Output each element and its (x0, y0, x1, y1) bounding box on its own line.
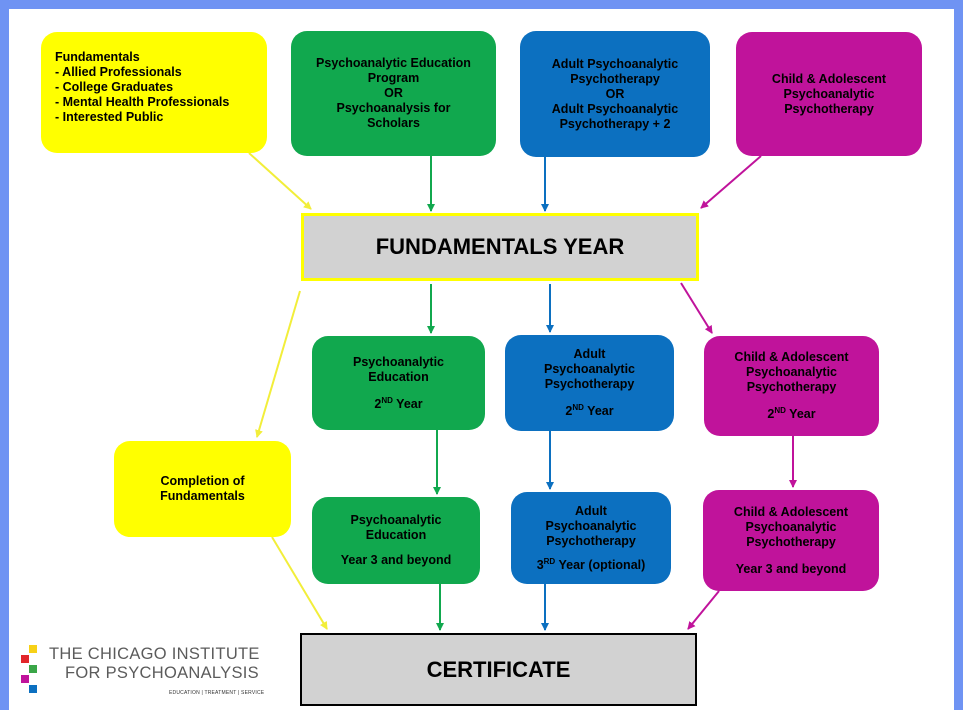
year-label: 2ND Year (565, 402, 614, 418)
box-line: Psychoanalytic (783, 86, 875, 101)
logo-square (29, 645, 37, 653)
box-line: Psychoanalysis for (336, 101, 451, 115)
child-adolescent-year3-box: Child & Adolescent Psychoanalytic Psycho… (703, 490, 879, 591)
year-label: Year 3 and beyond (735, 561, 847, 576)
logo-line-1: THE CHICAGO INSTITUTE (49, 645, 260, 663)
adult-psychotherapy-2nd-year-box: Adult Psychoanalytic Psychotherapy 2ND Y… (505, 335, 674, 431)
adult-psychotherapy-program-box: Adult Psychoanalytic Psychotherapy OR Ad… (520, 31, 710, 157)
fundamentals-item: - College Graduates (55, 80, 174, 94)
box-line: Program (367, 71, 420, 85)
box-line: Psychoanalytic (350, 513, 442, 527)
box-line: OR (384, 86, 403, 100)
logo-square (21, 675, 29, 683)
year-label: 2ND Year (374, 395, 423, 411)
box-line: Psychoanalytic (352, 354, 444, 369)
box-line: Adult Psychoanalytic (551, 101, 679, 116)
arrow-child-to-certificate (687, 590, 720, 630)
connector-arrows (248, 152, 797, 631)
box-line: Psychotherapy + 2 (559, 116, 671, 131)
box-line: Child & Adolescent (733, 504, 849, 519)
box-line: Child & Adolescent (734, 350, 849, 364)
box-line: Psychoanalytic (543, 362, 635, 376)
certificate-bar: CERTIFICATE (300, 633, 697, 706)
logo-square (29, 685, 37, 693)
fundamentals-year-bar: FUNDAMENTALS YEAR (301, 213, 699, 281)
psychoanalytic-education-year3-box: Psychoanalytic Education Year 3 and beyo… (312, 497, 480, 584)
arrow-fundamentals-to-year (248, 152, 312, 210)
box-line: Adult Psychoanalytic (551, 56, 679, 71)
box-line: Education (368, 369, 429, 384)
logo-square (29, 665, 37, 673)
certificate-label: CERTIFICATE (426, 656, 571, 682)
adult-psychotherapy-3rd-year-box: Adult Psychoanalytic Psychotherapy 3RD Y… (511, 492, 671, 584)
year-label: 3RD Year (optional) (536, 556, 646, 572)
arrow-completion-to-certificate (271, 536, 328, 630)
child-adolescent-2nd-year-box: Child & Adolescent Psychoanalytic Psycho… (704, 336, 879, 436)
box-line: Psychoanalytic (545, 518, 637, 533)
year-label: Year 3 and beyond (340, 553, 452, 567)
diagram-canvas: Fundamentals - Allied Professionals - Co… (9, 9, 954, 710)
box-line: Psychoanalytic (745, 365, 837, 379)
box-line: Adult (575, 503, 607, 518)
logo-square (21, 655, 29, 663)
box-line: Psychoanalytic (745, 519, 837, 534)
box-line: Psychotherapy (784, 101, 874, 116)
arrow-year-to-child-2nd (680, 282, 713, 334)
fundamentals-entry-box: Fundamentals - Allied Professionals - Co… (41, 32, 267, 153)
fundamentals-item: - Interested Public (55, 110, 164, 124)
fundamentals-item: - Mental Health Professionals (55, 95, 230, 109)
box-line: Completion of (160, 474, 245, 488)
arrow-year-to-completion (255, 290, 301, 438)
box-line: Psychotherapy (544, 377, 635, 391)
fundamentals-year-label: FUNDAMENTALS YEAR (375, 234, 625, 259)
box-line: Psychotherapy (746, 534, 836, 549)
fundamentals-item: - Allied Professionals (55, 65, 182, 79)
child-adolescent-program-box: Child & Adolescent Psychoanalytic Psycho… (736, 32, 922, 156)
logo-tagline: EDUCATION | TREATMENT | SERVICE (169, 690, 265, 696)
psychoanalytic-education-program-box: Psychoanalytic Education Program OR Psyc… (291, 31, 496, 156)
completion-of-fundamentals-box: Completion of Fundamentals (114, 441, 291, 537)
box-line: Psychotherapy (546, 533, 636, 548)
box-line: Scholars (367, 116, 420, 130)
box-line: OR (605, 86, 625, 101)
year-label: 2ND Year (767, 405, 816, 421)
box-line: Fundamentals (160, 489, 245, 503)
logo-line-2: FOR PSYCHOANALYSIS (65, 664, 259, 682)
fundamentals-title: Fundamentals (55, 50, 140, 64)
box-line: Psychotherapy (746, 380, 837, 394)
arrow-child-to-year (700, 155, 762, 209)
box-line: Education (365, 528, 427, 542)
box-line: Psychoanalytic Education (316, 56, 471, 70)
box-line: Child & Adolescent (771, 71, 887, 86)
box-line: Psychotherapy (570, 71, 660, 86)
psychoanalytic-education-2nd-year-box: Psychoanalytic Education 2ND Year (312, 336, 485, 430)
box-line: Adult (573, 347, 606, 361)
